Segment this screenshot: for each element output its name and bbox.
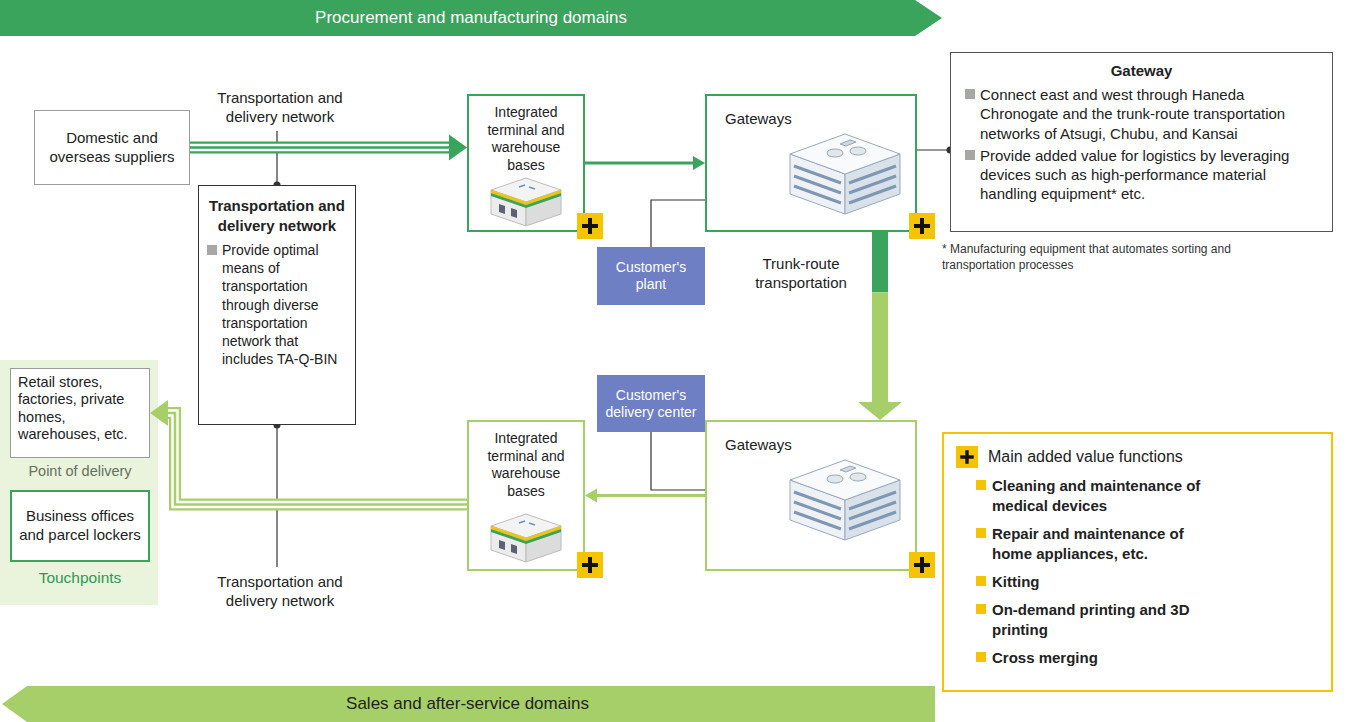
node-text: Sales and after-service domains (346, 694, 589, 714)
node-text: Business offices and parcel lockers (18, 507, 142, 545)
legend-plus-sample (956, 446, 978, 468)
building-icon (790, 134, 900, 214)
connector (651, 200, 705, 247)
legend-swatch (976, 480, 986, 490)
node-text: Gateway (965, 61, 1318, 80)
terminal-box: Integrated terminal and warehouse bases (467, 420, 585, 571)
legend-entry: Main added value functions (956, 446, 1317, 468)
legend-box: Main added value functionsCleaning and m… (942, 432, 1333, 692)
legend-entry: Cleaning and maintenance of medical devi… (976, 476, 1217, 516)
edge-label: Transportation and delivery network (205, 572, 355, 610)
node-subtext: Connect east and west through Haneda Chr… (965, 85, 1318, 143)
node-text: Domestic and overseas suppliers (41, 129, 183, 167)
footnote-label: * Manufacturing equipment that automates… (942, 242, 1272, 273)
node-subtext: Provide added value for logistics by lev… (965, 146, 1318, 204)
legend-text: Main added value functions (988, 448, 1183, 466)
plus-icon (909, 552, 935, 578)
node-subtext: Touchpoints (12, 568, 148, 587)
delivery-region-ground (0, 360, 158, 605)
connector (917, 147, 954, 154)
edge-label: Transportation and delivery network (205, 88, 355, 126)
legend-text: Kitting (992, 573, 1039, 590)
plus-icon (909, 213, 935, 239)
gateway-box: Gateways (705, 94, 917, 232)
touchpoint-box: Business offices and parcel lockersTouch… (10, 490, 150, 562)
building-icon (790, 460, 900, 540)
callout-box: GatewayConnect east and west through Han… (950, 52, 1333, 232)
legend-entry: Kitting (976, 572, 1217, 592)
legend-swatch (976, 604, 986, 614)
node-subtext: Provide optimal means of transportation … (207, 241, 347, 368)
legend-text: Cross merging (992, 649, 1098, 666)
legend-entry: Repair and maintenance of home appliance… (976, 524, 1217, 564)
legend-swatch (976, 576, 986, 586)
connector (858, 232, 902, 420)
node-text: Transportation and delivery network (207, 196, 347, 235)
plus-icon (577, 213, 603, 239)
terminal-box: Integrated terminal and warehouse bases (467, 94, 585, 232)
node-text: Integrated terminal and warehouse bases (474, 104, 578, 174)
delivery-point-box: Retail stores, factories, private homes,… (10, 368, 150, 458)
legend-text: On-demand printing and 3D printing (992, 601, 1190, 638)
supplier-box: Domestic and overseas suppliers (34, 110, 190, 185)
plus-icon (577, 552, 603, 578)
legend-entry: On-demand printing and 3D printing (976, 600, 1217, 640)
customer-box: Customer's plant (597, 247, 705, 305)
node-subtext: Point of delivery (11, 463, 149, 480)
node-text: Customer's plant (601, 259, 701, 293)
legend-swatch (976, 528, 986, 538)
node-text: Gateways (725, 110, 897, 127)
warehouse-icon (491, 178, 561, 226)
node-text: Gateways (725, 436, 897, 453)
domain-band: Sales and after-service domains (0, 686, 935, 722)
node-text: Procurement and manufacturing domains (315, 8, 627, 28)
legend-text: Cleaning and maintenance of medical devi… (992, 477, 1200, 514)
connector (585, 156, 705, 170)
gateway-box: Gateways (705, 420, 917, 571)
legend-text: Repair and maintenance of home appliance… (992, 525, 1184, 562)
customer-box: Customer's delivery center (597, 375, 705, 432)
node-text: Integrated terminal and warehouse bases (474, 430, 578, 500)
node-text: Customer's delivery center (601, 387, 701, 421)
callout-box: Transportation and delivery networkProvi… (198, 185, 356, 425)
domain-band: Procurement and manufacturing domains (0, 0, 942, 36)
warehouse-icon (491, 514, 561, 562)
legend-entry: Cross merging (976, 648, 1217, 668)
legend-swatch (976, 652, 986, 662)
connector (190, 135, 467, 161)
node-text: Retail stores, factories, private homes,… (18, 374, 142, 444)
connector (651, 432, 705, 490)
edge-label: Trunk-route transportation (738, 254, 864, 292)
